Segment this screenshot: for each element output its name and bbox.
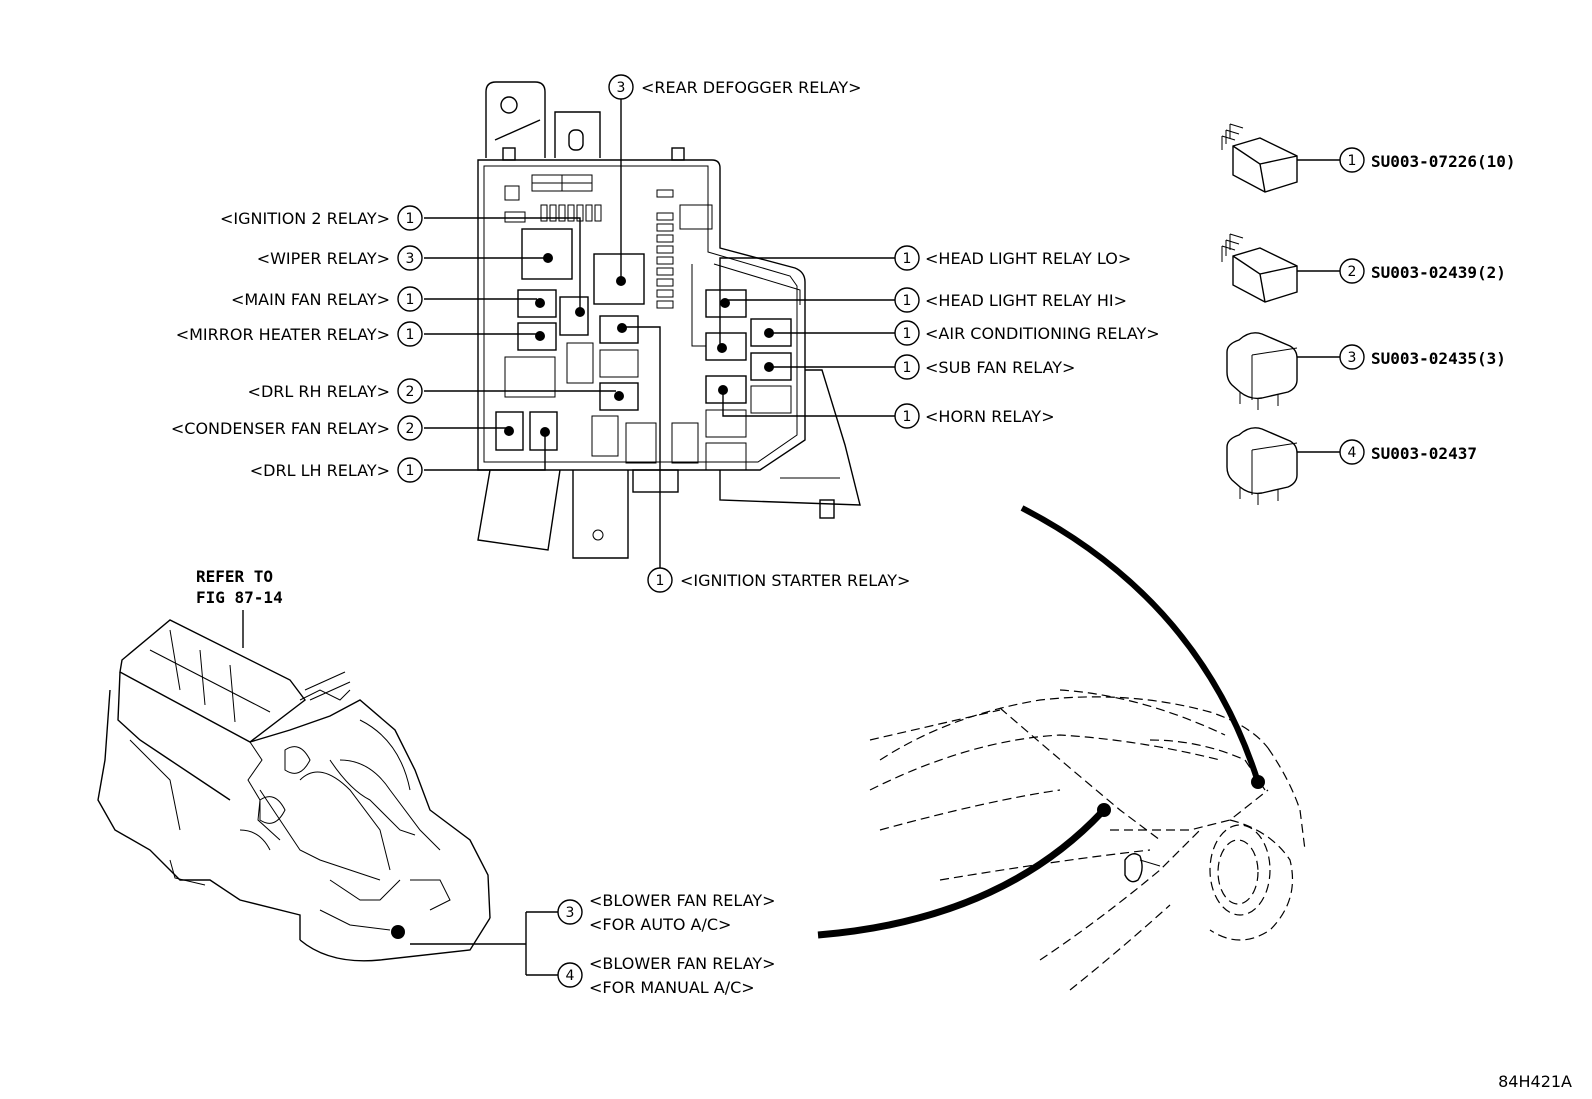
callout-label: <IGNITION STARTER RELAY> <box>680 571 910 590</box>
hvac-unit-illustration <box>97 619 491 962</box>
figure-id: 84H421A <box>1498 1072 1572 1091</box>
callout-drl-lh-relay: 1 <DRL LH RELAY> <box>250 457 423 483</box>
callout-number: 1 <box>903 409 912 425</box>
callout-label-line1: <BLOWER FAN RELAY> <box>589 891 776 910</box>
callout-label: <HEAD LIGHT RELAY HI> <box>925 291 1127 310</box>
location-pointer-lines <box>817 505 1265 939</box>
callout-number: 3 <box>566 905 575 921</box>
callout-number: 1 <box>406 292 415 308</box>
legend-part-number: SU003-02437 <box>1371 444 1477 463</box>
callout-label: <DRL RH RELAY> <box>248 382 390 401</box>
callout-sub-fan-relay: 1 <SUB FAN RELAY> <box>894 354 1075 380</box>
legend-number: 3 <box>1348 350 1357 366</box>
callout-rear-defogger-relay: 3 <REAR DEFOGGER RELAY> <box>608 74 862 100</box>
refer-line-2: FIG 87-14 <box>196 588 283 607</box>
callout-label-line2: <FOR AUTO A/C> <box>589 915 731 934</box>
relay-type-2-icon <box>1221 233 1298 303</box>
legend-number: 4 <box>1348 445 1357 461</box>
legend-item-2: 2 SU003-02439(2) <box>1339 258 1506 284</box>
callout-number: 1 <box>903 293 912 309</box>
callout-label: <HEAD LIGHT RELAY LO> <box>925 249 1131 268</box>
callout-number: 3 <box>406 251 415 267</box>
callout-number: 1 <box>406 327 415 343</box>
relay-legend: 1 SU003-07226(10) 2 SU003-02439(2) 3 SU0… <box>1221 123 1516 505</box>
callout-air-conditioning-relay: 1 <AIR CONDITIONING RELAY> <box>894 320 1160 346</box>
callout-condenser-fan-relay: 2 <CONDENSER FAN RELAY> <box>171 415 423 441</box>
callout-blower-fan-relay-manual: 4 <BLOWER FAN RELAY> <FOR MANUAL A/C> <box>557 954 776 997</box>
callout-label-line2: <FOR MANUAL A/C> <box>589 978 755 997</box>
legend-item-4: 4 SU003-02437 <box>1339 439 1477 465</box>
callout-leaders <box>410 98 1340 976</box>
callout-horn-relay: 1 <HORN RELAY> <box>894 403 1055 429</box>
callout-number: 1 <box>406 211 415 227</box>
legend-part-number: SU003-02439(2) <box>1371 263 1506 282</box>
callout-number: 3 <box>617 80 626 96</box>
callout-blower-fan-relay-auto: 3 <BLOWER FAN RELAY> <FOR AUTO A/C> <box>557 891 776 934</box>
callout-number: 2 <box>406 421 415 437</box>
callout-number: 1 <box>406 463 415 479</box>
callout-label: <REAR DEFOGGER RELAY> <box>641 78 862 97</box>
callout-label: <AIR CONDITIONING RELAY> <box>925 324 1160 343</box>
callout-label: <SUB FAN RELAY> <box>925 358 1075 377</box>
callout-number: 2 <box>406 384 415 400</box>
callout-label: <HORN RELAY> <box>925 407 1055 426</box>
legend-item-3: 3 SU003-02435(3) <box>1339 344 1506 370</box>
callout-drl-rh-relay: 2 <DRL RH RELAY> <box>248 378 423 404</box>
callout-number: 1 <box>903 251 912 267</box>
callout-ignition-2-relay: 1 <IGNITION 2 RELAY> <box>220 205 423 231</box>
legend-item-1: 1 SU003-07226(10) <box>1339 147 1516 173</box>
callout-number: 4 <box>566 968 575 984</box>
relay-type-3-icon <box>1226 332 1298 410</box>
callout-label: <MIRROR HEATER RELAY> <box>176 325 390 344</box>
callout-number: 1 <box>903 360 912 376</box>
callout-ignition-starter-relay: 1 <IGNITION STARTER RELAY> <box>647 567 910 593</box>
relay-type-1-icon <box>1221 123 1298 193</box>
refer-to-note: REFER TO FIG 87-14 <box>196 567 283 648</box>
legend-part-number: SU003-07226(10) <box>1371 152 1516 171</box>
callout-head-light-relay-lo: 1 <HEAD LIGHT RELAY LO> <box>894 245 1131 271</box>
relay-type-4-icon <box>1226 427 1298 505</box>
callout-number: 1 <box>656 573 665 589</box>
callout-number: 1 <box>903 326 912 342</box>
legend-number: 1 <box>1348 153 1357 169</box>
legend-part-number: SU003-02435(3) <box>1371 349 1506 368</box>
callout-head-light-relay-hi: 1 <HEAD LIGHT RELAY HI> <box>894 287 1127 313</box>
callout-label: <IGNITION 2 RELAY> <box>220 209 390 228</box>
callout-wiper-relay: 3 <WIPER RELAY> <box>257 245 423 271</box>
refer-line-1: REFER TO <box>196 567 273 586</box>
legend-number: 2 <box>1348 264 1357 280</box>
callout-label: <WIPER RELAY> <box>257 249 390 268</box>
vehicle-front-illustration <box>869 689 1306 991</box>
callout-main-fan-relay: 1 <MAIN FAN RELAY> <box>231 286 423 312</box>
callout-label: <CONDENSER FAN RELAY> <box>171 419 390 438</box>
callout-label: <DRL LH RELAY> <box>250 461 390 480</box>
callout-label: <MAIN FAN RELAY> <box>231 290 390 309</box>
callout-mirror-heater-relay: 1 <MIRROR HEATER RELAY> <box>176 321 423 347</box>
relay-box-illustration <box>477 81 861 559</box>
callout-label-line1: <BLOWER FAN RELAY> <box>589 954 776 973</box>
